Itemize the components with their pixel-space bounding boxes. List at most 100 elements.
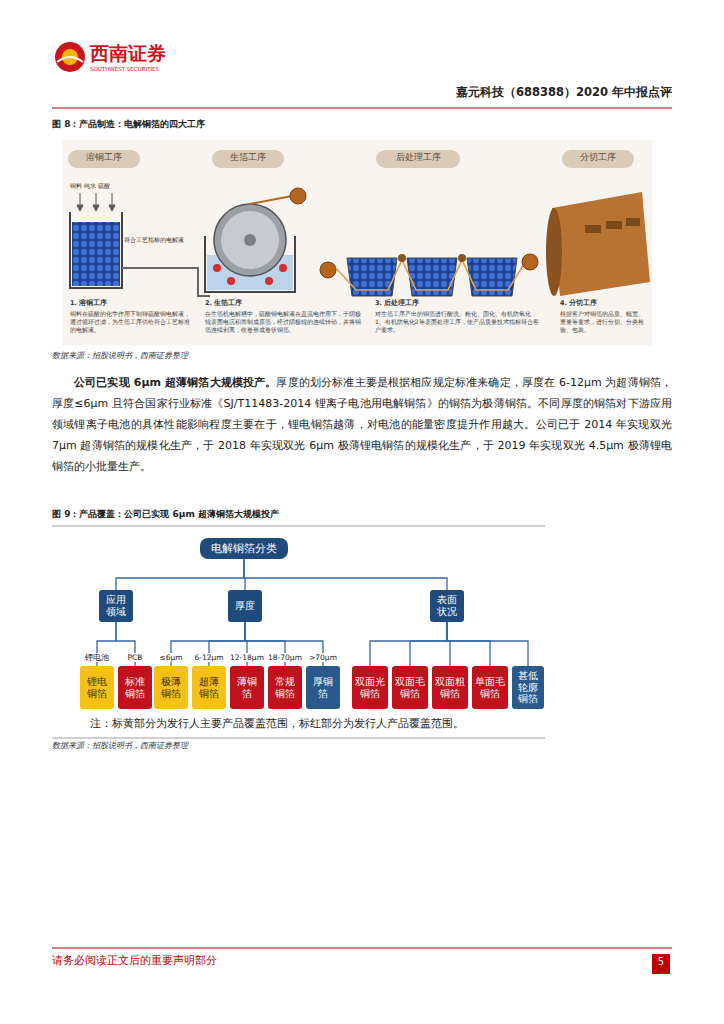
figure-title: 图 8：产品制造：电解铜箔的四大工序 <box>52 119 452 130</box>
illustration-part <box>72 222 120 286</box>
product-box: 常规铜箔 <box>268 666 302 709</box>
logo-mark <box>55 42 85 72</box>
illustration-part <box>68 150 140 168</box>
node-text: 甚低轮廓铜箔 <box>515 670 541 704</box>
illustration-part <box>70 212 122 288</box>
step-description: 在生箔机电解槽中，硫酸铜电解液在直流电作用下，于阴极辊表面电沉积而制成原箔，经过… <box>205 310 365 334</box>
product-box: 锂电铜箔 <box>80 666 114 709</box>
step-number: 4. 分切工序 <box>560 300 648 308</box>
illustration-part <box>93 205 99 211</box>
tree-connector <box>410 622 447 666</box>
page-number: 5 <box>652 956 670 968</box>
illustration-part <box>458 254 466 262</box>
root-box: 电解铜箔分类 <box>200 538 288 559</box>
node-text: 表面状况 <box>433 594 461 618</box>
category-box: 表面状况 <box>430 590 464 622</box>
step-description: 根据客户对铜箔的品质、幅宽、重量等要求，进行分切、分类检验、包装。 <box>560 310 648 334</box>
illustration-part <box>62 140 652 345</box>
product-box: 单面毛铜箔 <box>472 666 508 709</box>
product-box: 标准铜箔 <box>118 666 152 709</box>
illustration-part <box>214 204 286 276</box>
node-text: 常规铜箔 <box>271 676 299 699</box>
node-text: 双面粗铜箔 <box>435 676 465 699</box>
step-heading: 后处理工序 <box>376 152 460 163</box>
node-text: 双面光铜箔 <box>355 676 385 699</box>
illustration-part <box>244 234 256 246</box>
illustration-part <box>122 268 210 296</box>
illustration-part <box>265 277 273 285</box>
node-text: 锂电铜箔 <box>83 676 111 699</box>
category-box: 厚度 <box>228 590 262 622</box>
illustration-part <box>606 221 622 229</box>
node-text: 应用领域 <box>102 594 130 618</box>
step-heading: 生箔工序 <box>212 152 284 163</box>
illustration-part <box>77 205 83 211</box>
illustration-part <box>552 192 650 296</box>
figure-frame <box>52 526 545 527</box>
product-box: 超薄铜箔 <box>192 666 226 709</box>
illustration-part <box>562 150 634 168</box>
illustration-part <box>626 218 640 226</box>
logo-text: 西南证券 <box>90 42 200 65</box>
edge-label: >70μm <box>308 653 338 662</box>
product-box: 厚铜箔 <box>306 666 340 709</box>
illustration-part <box>250 196 292 204</box>
node-text: 超薄铜箔 <box>195 676 223 699</box>
product-box: 双面毛铜箔 <box>392 666 428 709</box>
body-paragraph: 厚度的划分标准主要是根据相应规定标准来确定，厚度在 6-12μm 为超薄铜箔，厚… <box>52 376 672 473</box>
edge-label: ≤6μm <box>158 653 183 662</box>
illustration-part <box>290 188 306 204</box>
tree-connector <box>244 559 447 590</box>
tree-connector <box>116 559 244 590</box>
step-heading: 分切工序 <box>562 152 634 163</box>
footer-disclaimer: 请务必阅读正文后的重要声明部分 <box>52 954 372 967</box>
illustration-part <box>398 254 406 262</box>
illustration-part <box>336 260 524 290</box>
illustration-part <box>376 150 460 168</box>
illustration-part <box>585 225 601 233</box>
product-box: 甚低轮廓铜箔 <box>512 666 544 709</box>
node-text: 标准铜箔 <box>121 676 149 699</box>
category-box: 应用领域 <box>99 590 133 622</box>
product-box: 双面粗铜箔 <box>432 666 468 709</box>
callout-label: 符合工艺指标的电解液 <box>124 236 194 243</box>
process-illustration <box>62 140 652 345</box>
figure-title: 图 9：产品覆盖：公司已实现 6μm 超薄铜箔大规模投产 <box>52 508 532 521</box>
node-text: 厚铜箔 <box>309 676 337 699</box>
illustration-part <box>546 208 562 296</box>
node-text: 极薄铜箔 <box>157 676 185 699</box>
illustration-part <box>109 205 115 211</box>
figure-frame <box>52 738 545 739</box>
node-text: 双面毛铜箔 <box>395 676 425 699</box>
product-box: 双面光铜箔 <box>352 666 388 709</box>
step-heading: 溶铜工序 <box>68 152 140 163</box>
illustration-part <box>227 277 235 285</box>
illustration-part <box>221 211 279 269</box>
step-description: 对生箔工序产出的铜箔进行酸洗、粗化、固化、有机防氧化1、有机防氧化2等表面处理工… <box>375 310 540 334</box>
illustration-part <box>320 262 336 278</box>
header-rule <box>52 107 672 108</box>
product-box: 极薄铜箔 <box>154 666 188 709</box>
edge-label: 锂电池 <box>84 653 110 662</box>
step-description: 铜料在硫酸的化学作用下制得硫酸铜电解液，通过循环过滤，为生箔工序供给符合工艺标准… <box>70 310 190 334</box>
illustration-part <box>77 193 115 211</box>
node-text: 电解铜箔分类 <box>211 542 277 555</box>
lead-sentence: 公司已实现 6μm 超薄铜箔大规模投产。 <box>74 376 276 389</box>
node-text: 薄铜箔 <box>233 676 261 699</box>
page-number-box <box>652 954 670 974</box>
illustration-part <box>522 254 538 270</box>
tree-connector <box>447 622 528 666</box>
node-text: 单面毛铜箔 <box>475 676 505 699</box>
material-label: 铜料 纯水 硫酸 <box>70 182 130 189</box>
step-number: 1. 溶铜工序 <box>70 300 190 308</box>
figure-note: 注：标黄部分为发行人主要产品覆盖范围，标红部分为发行人产品覆盖范围。 <box>90 716 540 731</box>
illustration-part <box>213 264 221 272</box>
paragraph-block: 公司已实现 6μm 超薄铜箔大规模投产。厚度的划分标准主要是根据相应规定标准来确… <box>52 372 672 477</box>
source-note: 数据来源：招股说明书，西南证券整理 <box>52 741 352 751</box>
illustration-part <box>279 264 287 272</box>
edge-label: 6-12μm <box>193 653 224 662</box>
step-number: 3. 后处理工序 <box>375 300 540 308</box>
product-box: 薄铜箔 <box>230 666 264 709</box>
source-note: 数据来源：招股说明书，西南证券整理 <box>52 351 352 361</box>
